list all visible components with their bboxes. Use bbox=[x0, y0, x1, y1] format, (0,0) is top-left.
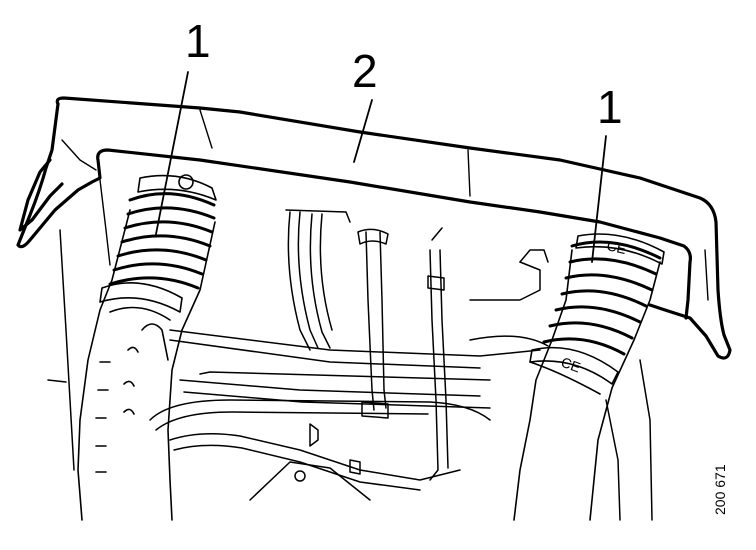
callout-hose-right: 1 bbox=[597, 81, 623, 133]
callout-panel: 2 bbox=[352, 45, 378, 97]
brake-lines bbox=[47, 209, 653, 521]
figure-id: 200 671 bbox=[712, 464, 728, 515]
hose-right: CE CE bbox=[513, 233, 665, 521]
hose-left bbox=[77, 174, 217, 521]
svg-text:CE: CE bbox=[605, 237, 627, 257]
panel-details bbox=[61, 109, 709, 301]
leader-lines bbox=[155, 71, 607, 263]
svg-text:CE: CE bbox=[559, 354, 583, 376]
callout-hose-left: 1 bbox=[185, 15, 211, 67]
cover-panel bbox=[16, 96, 732, 360]
